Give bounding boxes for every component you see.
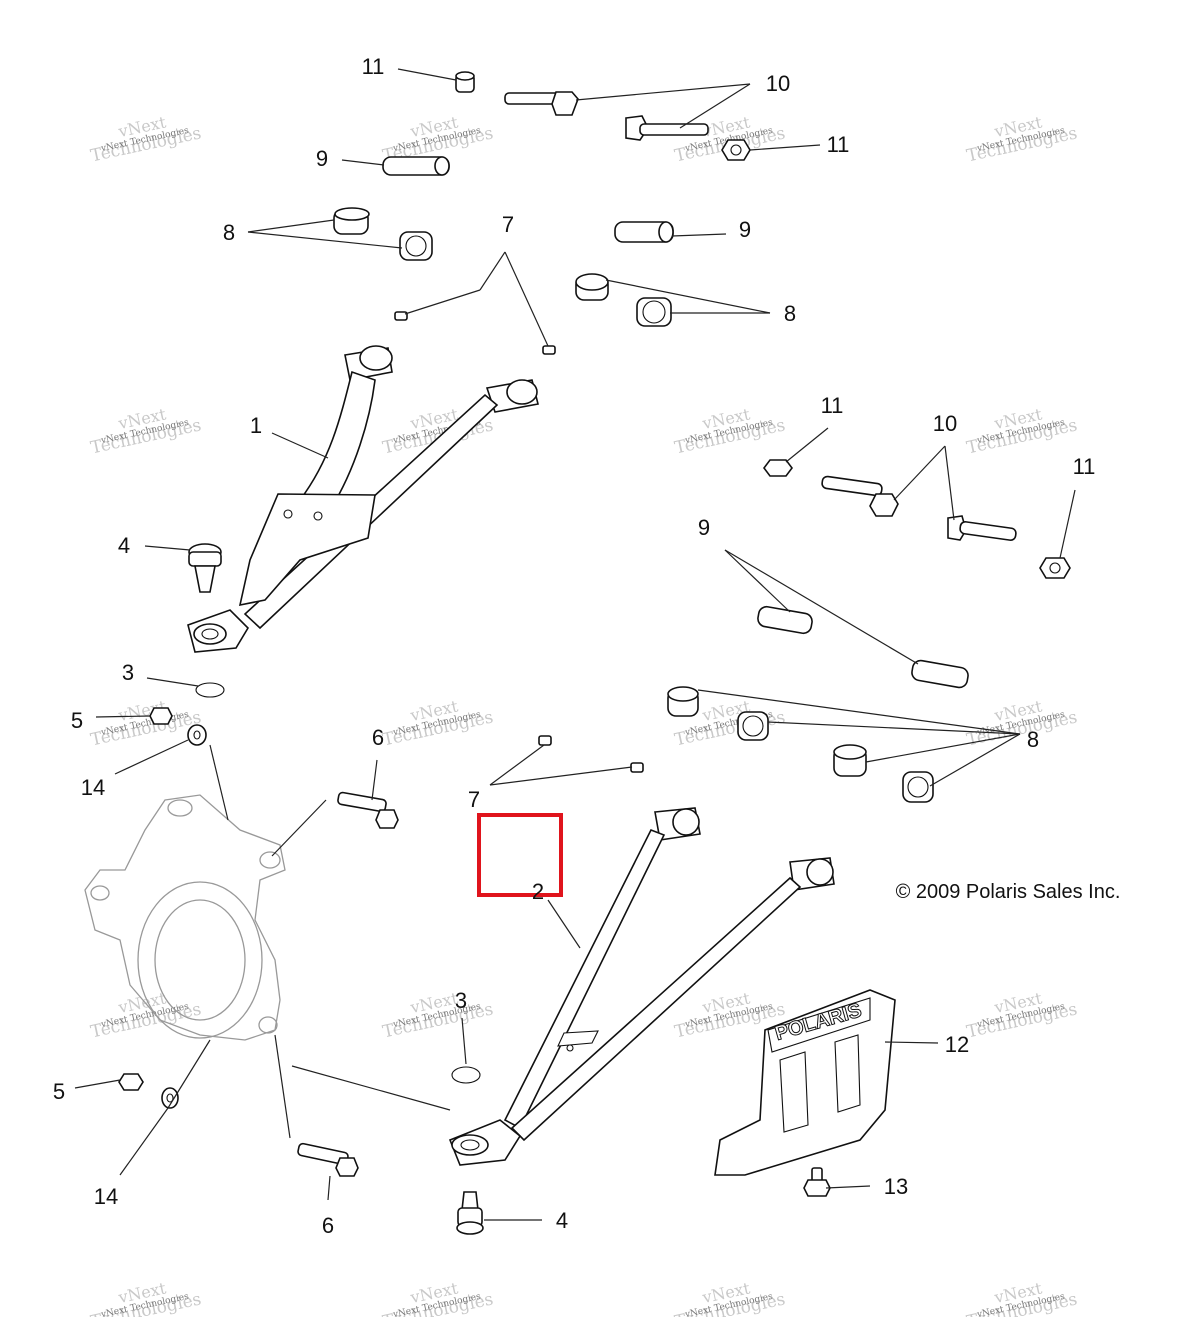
lower-a-arm bbox=[448, 807, 835, 1166]
bushing-8-left-a bbox=[333, 207, 370, 235]
nut-5-upper bbox=[149, 707, 173, 725]
callout-8: 8 bbox=[223, 220, 235, 245]
steering-knuckle bbox=[84, 794, 286, 1041]
snap-ring-3-upper bbox=[195, 682, 225, 698]
callout-13: 13 bbox=[884, 1174, 908, 1199]
callout-4: 4 bbox=[118, 533, 130, 558]
callout-5: 5 bbox=[71, 708, 83, 733]
ball-joint-4-upper bbox=[188, 543, 222, 593]
bushing-8-lower-d bbox=[902, 771, 934, 803]
nut-11-top-right bbox=[721, 139, 751, 161]
snap-ring-3-lower bbox=[451, 1066, 481, 1084]
callout-1: 1 bbox=[250, 413, 262, 438]
bushing-8-left-b bbox=[399, 231, 433, 261]
callout-9: 9 bbox=[698, 515, 710, 540]
bolt-10-mid-right bbox=[947, 515, 1017, 541]
callout-7: 7 bbox=[502, 212, 514, 237]
bushing-9-mid-b bbox=[911, 659, 969, 689]
callout-6: 6 bbox=[322, 1213, 334, 1238]
grease-fitting-7-lower-b bbox=[630, 762, 644, 773]
nut-11-mid bbox=[763, 459, 793, 477]
grease-fitting-7-top-left bbox=[394, 311, 408, 321]
callout-2: 2 bbox=[532, 879, 544, 904]
bushing-8-lower-a bbox=[667, 686, 699, 717]
bushing-9-top-left bbox=[382, 156, 450, 176]
callout-5: 5 bbox=[53, 1079, 65, 1104]
screw-13 bbox=[803, 1167, 831, 1197]
bushing-8-lower-c bbox=[833, 744, 867, 777]
highlight-box bbox=[477, 813, 563, 897]
nut-11-far-right bbox=[1039, 557, 1071, 579]
washer-14-upper bbox=[187, 724, 207, 746]
callout-7: 7 bbox=[468, 787, 480, 812]
callout-4: 4 bbox=[556, 1208, 568, 1233]
bolt-6-lower bbox=[297, 1142, 359, 1177]
callout-9: 9 bbox=[739, 217, 751, 242]
callout-14: 14 bbox=[81, 775, 105, 800]
callout-3: 3 bbox=[455, 988, 467, 1013]
callout-12: 12 bbox=[945, 1032, 969, 1057]
bolt-10-top-right bbox=[625, 115, 709, 141]
callout-8: 8 bbox=[1027, 727, 1039, 752]
callout-10: 10 bbox=[933, 411, 957, 436]
callout-6: 6 bbox=[372, 725, 384, 750]
ball-joint-4-lower bbox=[456, 1191, 484, 1235]
copyright-notice: © 2009 Polaris Sales Inc. bbox=[896, 881, 1121, 903]
leader-lines bbox=[74, 68, 1076, 1221]
callout-11: 11 bbox=[362, 54, 385, 79]
callout-10: 10 bbox=[766, 71, 790, 96]
callout-14: 14 bbox=[94, 1184, 118, 1209]
callout-11: 11 bbox=[827, 132, 850, 157]
callout-3: 3 bbox=[122, 660, 134, 685]
callout-11: 11 bbox=[1073, 454, 1096, 479]
bolt-6-upper bbox=[337, 791, 399, 829]
bushing-9-mid-a bbox=[757, 605, 813, 635]
upper-a-arm bbox=[187, 345, 539, 653]
callout-labels: 11 10 11 9 8 7 9 8 1 11 10 11 4 9 3 5 14… bbox=[53, 54, 1096, 1238]
nut-11-top bbox=[455, 71, 475, 93]
callout-8: 8 bbox=[784, 301, 796, 326]
grease-fitting-7-lower-a bbox=[538, 735, 552, 746]
grease-fitting-7-top-right bbox=[542, 345, 556, 355]
bushing-9-top-right bbox=[614, 221, 674, 243]
callout-11: 11 bbox=[821, 393, 844, 418]
bushing-8-lower-b bbox=[737, 711, 769, 741]
bolt-10-mid-left bbox=[821, 475, 899, 517]
nut-5-lower bbox=[118, 1073, 144, 1091]
washer-14-lower bbox=[161, 1087, 179, 1109]
bushing-8-right-a bbox=[575, 273, 609, 301]
bolt-10-top-left bbox=[504, 91, 579, 116]
bushing-8-right-b bbox=[636, 297, 672, 327]
callout-9: 9 bbox=[316, 146, 328, 171]
